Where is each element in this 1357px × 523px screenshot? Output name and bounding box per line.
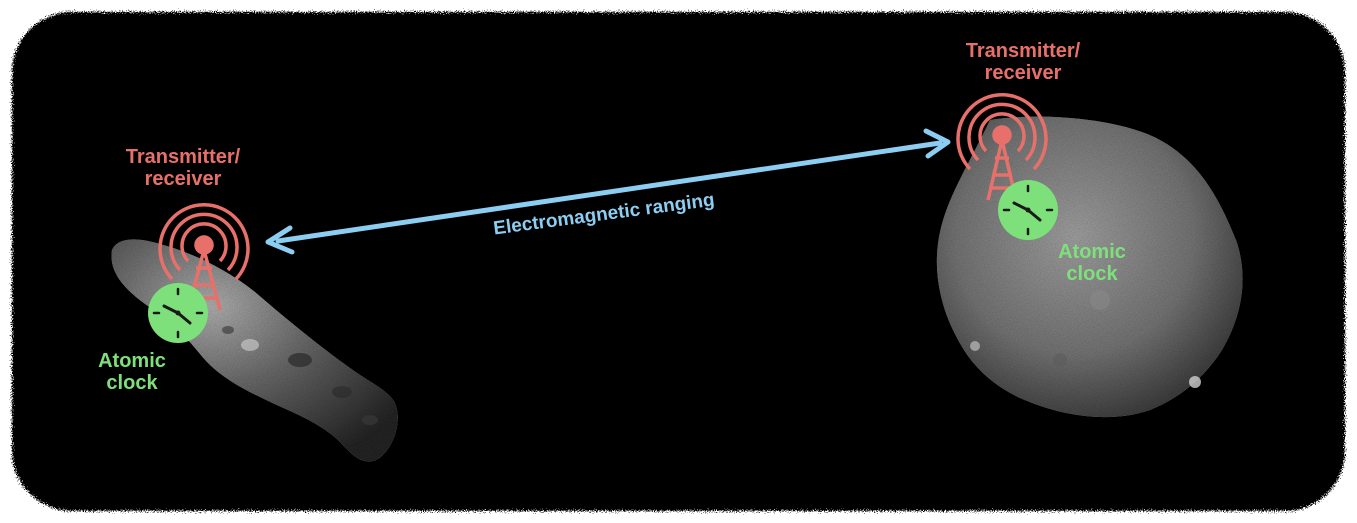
left-transmitter-label: Transmitter/ receiver xyxy=(108,146,258,191)
left-clock-label: Atomic clock xyxy=(72,350,192,395)
left-clock-label-line1: Atomic xyxy=(72,350,192,372)
right-clock-label: Atomic clock xyxy=(1032,241,1152,286)
right-clock-label-line2: clock xyxy=(1032,263,1152,285)
right-clock-label-line1: Atomic xyxy=(1032,241,1152,263)
right-transmitter-label: Transmitter/ receiver xyxy=(948,40,1098,85)
left-clock-label-line2: clock xyxy=(72,372,192,394)
right-transmitter-label-line2: receiver xyxy=(948,62,1098,84)
right-clock-icon xyxy=(998,180,1058,240)
left-transmitter-label-line2: receiver xyxy=(108,168,258,190)
left-clock-icon xyxy=(148,283,208,343)
right-transmitter-label-line1: Transmitter/ xyxy=(948,40,1098,62)
left-transmitter-label-line1: Transmitter/ xyxy=(108,146,258,168)
